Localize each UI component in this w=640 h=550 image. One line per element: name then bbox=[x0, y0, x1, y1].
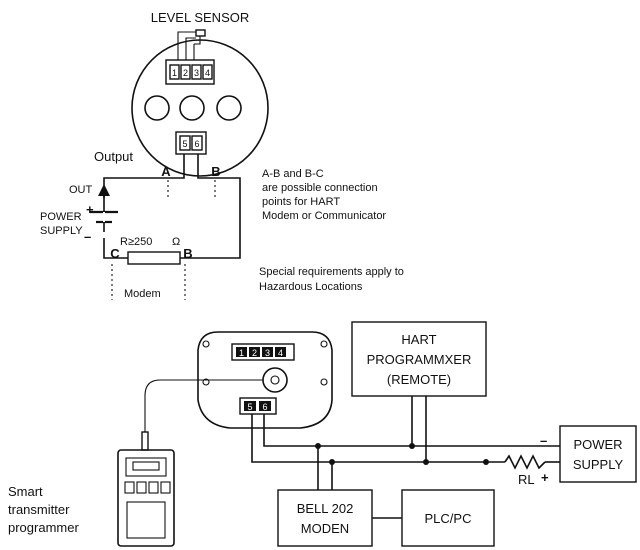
bottom-circuit bbox=[251, 396, 560, 519]
terminal-4 bbox=[202, 64, 213, 80]
sensor-terminal-block: 1 2 3 4 bbox=[165, 59, 215, 85]
junction-dot bbox=[423, 459, 429, 465]
ohm-symbol: Ω bbox=[172, 236, 180, 248]
programmer-cable bbox=[144, 379, 263, 432]
junction-dot bbox=[483, 459, 489, 465]
top-circuit bbox=[90, 154, 241, 265]
note-connection-points: A-B and B-C are possible connection poin… bbox=[262, 168, 386, 222]
svg-text:A-B and B-C: A-B and B-C bbox=[262, 168, 324, 180]
bottom-plus-sign: + bbox=[541, 470, 549, 485]
housing-screw-tr bbox=[320, 340, 328, 348]
bell-line-2: MODEN bbox=[301, 521, 349, 536]
housing-screw-mr bbox=[320, 378, 328, 386]
resistor-icon bbox=[127, 251, 181, 265]
out-arrow-icon bbox=[98, 184, 110, 196]
housing-hole-center bbox=[179, 95, 205, 121]
power-supply-line1: POWER bbox=[40, 211, 82, 223]
bottom-terminal-4-label: 4 bbox=[278, 348, 283, 358]
out-label: OUT bbox=[69, 184, 93, 196]
bottom-terminal-1-label: 1 bbox=[239, 348, 244, 358]
sensor-housing bbox=[131, 39, 269, 177]
svg-text:programmer: programmer bbox=[8, 520, 79, 535]
transmitter-housing bbox=[197, 331, 333, 429]
bell-line-1: BELL 202 bbox=[297, 501, 354, 516]
svg-text:Special requirements apply to: Special requirements apply to bbox=[259, 266, 404, 278]
power-supply-box-line2: SUPPLY bbox=[573, 457, 624, 472]
junction-dot bbox=[409, 443, 415, 449]
bottom-terminal-2-label: 2 bbox=[252, 348, 257, 358]
programmer-antenna bbox=[141, 431, 149, 451]
terminal-6-label: 6 bbox=[194, 139, 199, 149]
svg-text:transmitter: transmitter bbox=[8, 502, 70, 517]
svg-text:Modem or Communicator: Modem or Communicator bbox=[262, 210, 386, 222]
plc-pc-box bbox=[401, 489, 495, 547]
hart-line-2: PROGRAMMXER bbox=[367, 352, 472, 367]
terminal-1-label: 1 bbox=[172, 68, 177, 78]
power-supply-line2: SUPPLY bbox=[40, 225, 83, 237]
resistor-label: R≥250 bbox=[120, 236, 152, 248]
hart-programmer-box bbox=[351, 321, 487, 397]
housing-terminal-block-top: 2 3 1 4 bbox=[231, 343, 295, 361]
housing-terminal-block-bottom: 5 6 bbox=[239, 397, 277, 415]
rl-label: RL bbox=[518, 472, 535, 487]
power-supply-box bbox=[559, 425, 637, 483]
modem-label: Modem bbox=[124, 288, 161, 300]
bottom-terminal-6-label: 6 bbox=[262, 402, 267, 412]
junction-dot bbox=[315, 443, 321, 449]
point-b-label: B bbox=[211, 164, 220, 179]
svg-text:Hazardous Locations: Hazardous Locations bbox=[259, 281, 363, 293]
housing-port-icon bbox=[262, 367, 288, 393]
bottom-terminal-3-label: 3 bbox=[265, 348, 270, 358]
rl-resistor-icon bbox=[504, 454, 546, 470]
bottom-minus-sign: – bbox=[540, 433, 547, 448]
terminal-3-label: 3 bbox=[194, 68, 199, 78]
point-c-label: C bbox=[110, 246, 120, 261]
sensor-element-icon bbox=[195, 29, 206, 37]
terminal-2-label: 2 bbox=[183, 68, 188, 78]
output-label: Output bbox=[94, 149, 133, 164]
housing-hole-right bbox=[216, 95, 242, 121]
point-a-label: A bbox=[161, 164, 171, 179]
hart-line-3: (REMOTE) bbox=[387, 372, 451, 387]
housing-screw-ml bbox=[202, 378, 210, 386]
terminal-4-label: 4 bbox=[205, 68, 210, 78]
housing-hole-left bbox=[144, 95, 170, 121]
bell-202-modem-box bbox=[277, 489, 373, 547]
svg-text:Smart: Smart bbox=[8, 484, 43, 499]
bottom-terminal-5-label: 5 bbox=[247, 402, 252, 412]
terminal-3 bbox=[191, 64, 202, 80]
smart-programmer-device bbox=[117, 449, 175, 547]
output-terminal-block: 5 6 bbox=[175, 131, 207, 155]
junction-dot bbox=[329, 459, 335, 465]
hart-line-1: HART bbox=[401, 332, 436, 347]
terminal-5-label: 5 bbox=[182, 139, 187, 149]
minus-sign: – bbox=[84, 229, 91, 244]
plc-pc-label: PLC/PC bbox=[425, 511, 472, 526]
svg-text:are possible connection: are possible connection bbox=[262, 182, 378, 194]
svg-text:points for HART: points for HART bbox=[262, 196, 340, 208]
terminal-2 bbox=[180, 64, 191, 80]
sensor-wires bbox=[177, 29, 206, 60]
note-hazardous-locations: Special requirements apply to Hazardous … bbox=[259, 266, 404, 293]
power-supply-box-line1: POWER bbox=[573, 437, 622, 452]
smart-programmer-label: Smart transmitter programmer bbox=[8, 484, 79, 535]
level-sensor-title: LEVEL SENSOR bbox=[151, 10, 250, 25]
terminal-1 bbox=[169, 64, 180, 80]
plus-sign: + bbox=[86, 202, 94, 217]
point-b2-label: B bbox=[183, 246, 192, 261]
housing-screw-tl bbox=[202, 340, 210, 348]
